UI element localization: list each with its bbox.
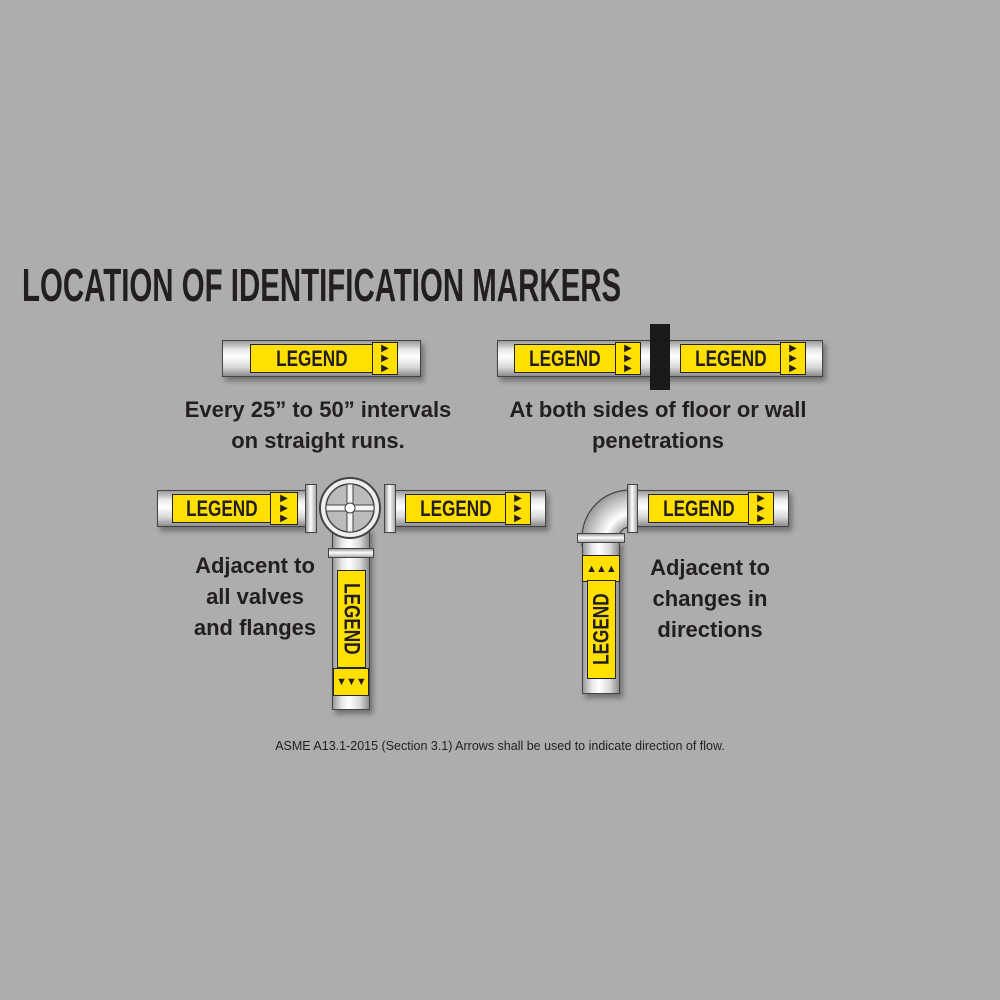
legend-marker: LEGEND	[587, 580, 616, 679]
legend-marker: LEGEND	[337, 570, 366, 668]
legend-marker: LEGEND	[680, 344, 781, 373]
flow-arrows-right-icon: ▶▶▶	[505, 492, 531, 525]
flow-arrows-right-icon: ▶▶▶	[270, 492, 298, 525]
legend-marker: LEGEND	[648, 494, 749, 523]
valve-handwheel-icon	[319, 477, 381, 539]
legend-marker: LEGEND	[172, 494, 271, 523]
wall-icon	[650, 324, 670, 390]
legend-marker: LEGEND	[514, 344, 616, 373]
flow-arrows-down-icon: ▼▼▼	[333, 668, 369, 696]
footnote: ASME A13.1-2015 (Section 3.1) Arrows sha…	[275, 739, 725, 753]
page-title: LOCATION OF IDENTIFICATION MARKERS	[22, 259, 622, 311]
flow-arrows-right-icon: ▶▶▶	[780, 342, 806, 375]
flow-arrows-right-icon: ▶▶▶	[615, 342, 641, 375]
flow-arrows-right-icon: ▶▶▶	[372, 342, 398, 375]
legend-marker: LEGEND	[405, 494, 506, 523]
flow-arrows-right-icon: ▶▶▶	[748, 492, 774, 525]
legend-marker: LEGEND	[250, 344, 373, 373]
flow-arrows-up-icon: ▲▲▲	[582, 555, 620, 582]
